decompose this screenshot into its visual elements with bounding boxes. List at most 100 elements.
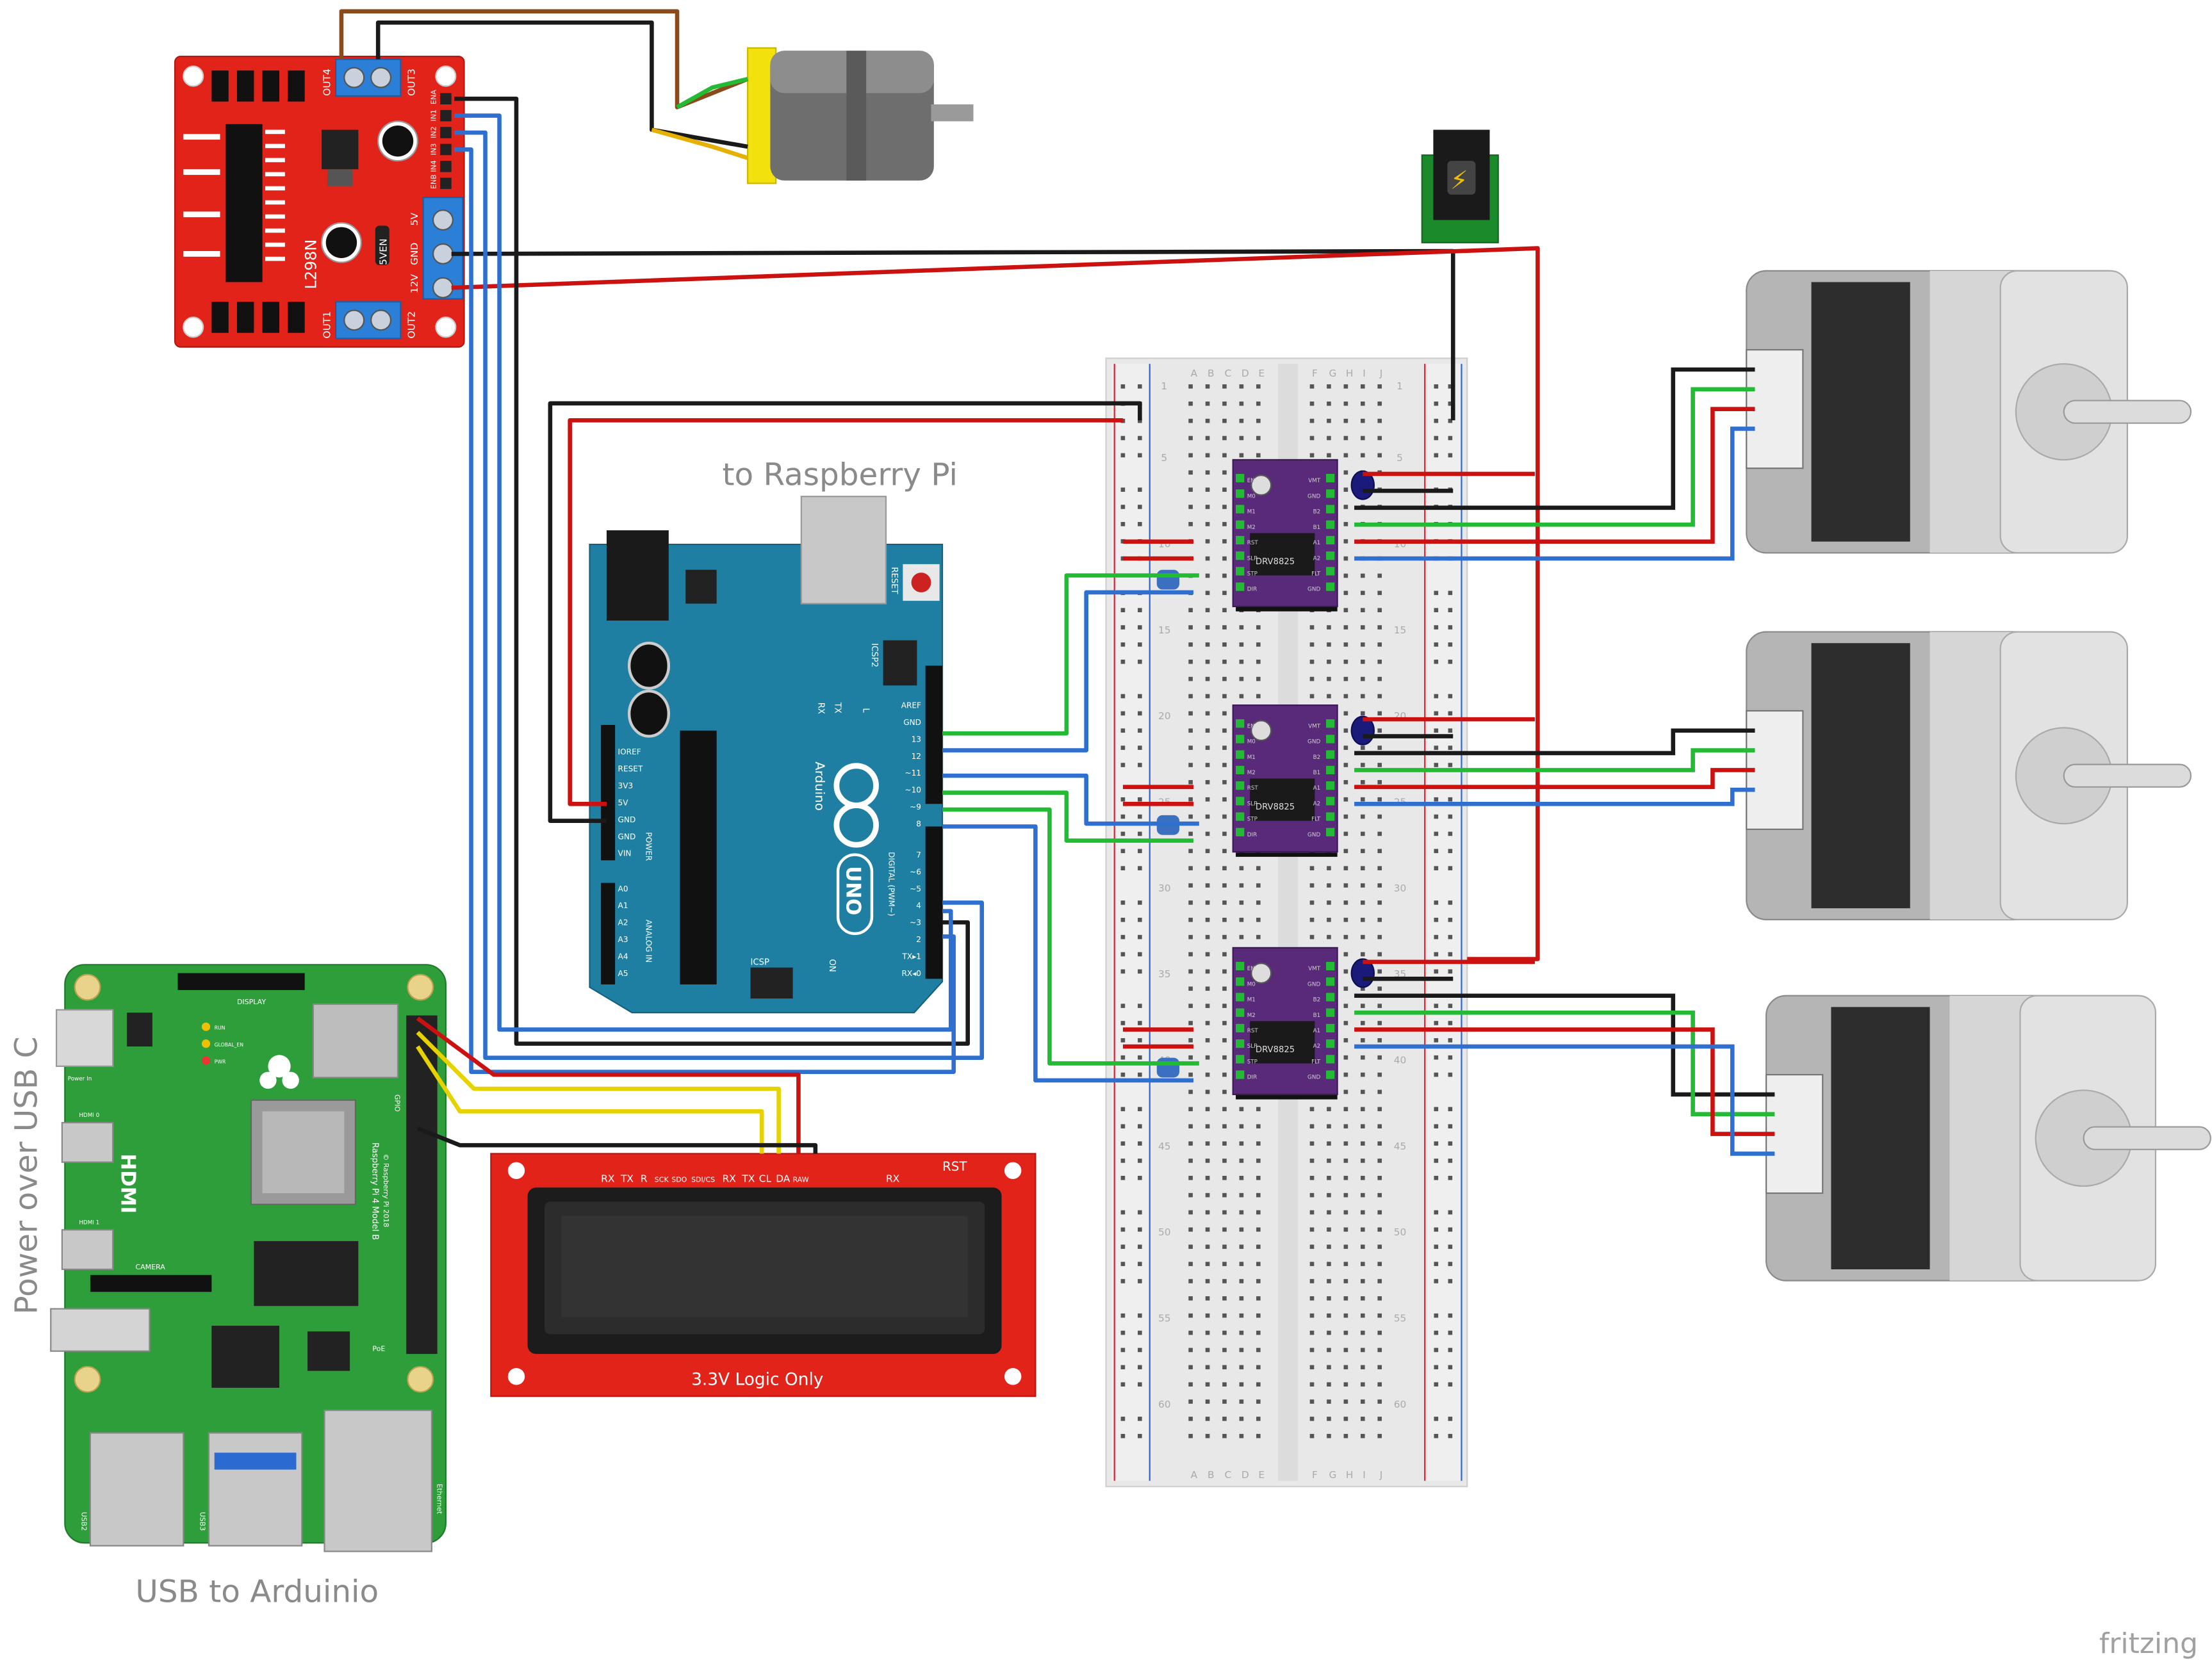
arduino-power-title: POWER (644, 832, 653, 861)
wire-yellow-lcd-2 (416, 1045, 764, 1154)
row-label-45-right: 45 (1394, 1141, 1407, 1152)
stepper-wire-2-4 (1354, 787, 1755, 806)
trimpot-icon[interactable] (1250, 475, 1272, 496)
row-label-45: 45 (1158, 1141, 1171, 1152)
arduino-icsp-label: ICSP (751, 957, 769, 967)
l298n-chip-pins (265, 129, 285, 261)
arduino-digital-bottom-labels: 7 ~6 ~5 4 ~3 2 TX▸1 RX◂0 (902, 850, 922, 978)
stepper-motor-2 (1746, 631, 2192, 920)
serial-lcd: RX TX R SCK SDO SDI/CS RX TX CL DA RAW R… (490, 1153, 1036, 1397)
drv-right-pin-label: GND (1307, 981, 1320, 988)
pi-display-label: DISPLAY (237, 998, 266, 1006)
pin-gnd-d: GND (903, 718, 921, 727)
pin-3: ~3 (910, 918, 921, 927)
lcd-pin-sck: SCK (655, 1175, 669, 1184)
drv-right-pin-label: FLT (1311, 1059, 1321, 1065)
drv-right-pin-label: FLT (1311, 817, 1321, 823)
row-label-15-right: 15 (1394, 624, 1407, 636)
l298n-in4-label: IN4 (429, 160, 438, 172)
col-label-g-bottom: G (1329, 1469, 1336, 1481)
row-label-50-right: 50 (1394, 1226, 1407, 1238)
stepper-wire-2-2 (1354, 748, 1755, 772)
pin-5v: 5V (618, 798, 629, 807)
l298n-title: L298N (302, 240, 320, 289)
col-label-i-bottom: I (1363, 1469, 1366, 1481)
col-label-d: D (1241, 368, 1249, 379)
drv-right-pin-label: VMT (1308, 723, 1321, 729)
drv-left-pin-label: M1 (1247, 754, 1256, 761)
label-usb-to-arduino: USB to Arduinio (135, 1574, 379, 1610)
drv-right-pin-label: GND (1307, 1075, 1320, 1081)
arduino-uno-label: UNO (841, 866, 864, 915)
row-label-30-right: 30 (1394, 883, 1407, 894)
lcd-pin-cl: CL (759, 1173, 772, 1184)
lightning-icon: ⚡ (1450, 166, 1468, 195)
l298n-input-header (440, 93, 452, 190)
arduino-on-label: ON (827, 959, 837, 972)
wire-blue-d8 (942, 824, 1194, 1083)
pi-usb3-label: USB3 (199, 1512, 207, 1531)
col-label-j: J (1379, 368, 1383, 379)
col-label-i: I (1363, 368, 1366, 379)
drv-left-pin-label: M0 (1247, 739, 1256, 745)
drv-left-pin-label: EN (1247, 966, 1255, 972)
arduino-reset-label: RESET (889, 567, 899, 594)
pi-ethernet-label: Ethernet (436, 1484, 444, 1515)
row-label-60-right: 60 (1394, 1399, 1407, 1410)
l298n-out3-label: OUT3 (406, 69, 417, 96)
col-label-h: H (1346, 368, 1354, 379)
drv-left-pin-label: DIR (1247, 587, 1257, 593)
col-label-e: E (1258, 368, 1265, 379)
pi-usb2-label: USB2 (80, 1512, 88, 1531)
l298n-gnd-label: GND (409, 243, 420, 265)
pin-5: ~5 (910, 884, 921, 893)
drv-left-pin-label: M2 (1247, 1013, 1256, 1019)
l298n-out2-label: OUT2 (406, 311, 417, 339)
stepper-motor-3 (1766, 995, 2211, 1282)
drv-left-pin-label: RST (1247, 785, 1259, 792)
fritzing-logo: fritzing (2099, 1627, 2198, 1660)
drv8825-label: DRV8825 (1256, 1045, 1295, 1055)
pin-aref: AREF (901, 701, 921, 710)
pi-led-run: RUN (215, 1025, 225, 1031)
stepper-motors (1746, 270, 2211, 1282)
drv-left-pin-label: RST (1247, 1028, 1259, 1034)
pin-10: ~10 (905, 786, 921, 795)
trimpot-icon[interactable] (1250, 963, 1272, 984)
pi-led-global: GLOBAL_EN (215, 1042, 243, 1048)
breadboard-col-labels: A B C D E F G H I J A B C D E F G H I J (1191, 368, 1383, 1481)
drv-left-pin-label: M2 (1247, 770, 1256, 776)
wire-blue-d11 (942, 773, 1199, 826)
raspberry-pi: HDMI Raspberry Pi 4 Model B © Raspberry … (50, 964, 446, 1552)
trimpot-icon[interactable] (1250, 720, 1272, 742)
row-label-55: 55 (1158, 1312, 1171, 1324)
lcd-pin-rx2: RX (723, 1173, 737, 1184)
drv-right-pin-label: A1 (1313, 540, 1321, 546)
drv-right-pin-label: A2 (1313, 1043, 1321, 1050)
pi-model-label: Raspberry Pi 4 Model B (370, 1143, 379, 1240)
l298n-12v-label: 12V (409, 273, 420, 293)
row-label-15: 15 (1158, 624, 1171, 636)
wire-red-lcd (416, 1016, 801, 1154)
arduino-logo (833, 763, 879, 848)
pi-led-labels: RUN GLOBAL_EN PWR (215, 1025, 243, 1065)
l298n-out4-label: OUT4 (321, 69, 332, 96)
arduino-tx-label: TX (833, 702, 842, 713)
drv-right-pin-label: B2 (1313, 997, 1321, 1004)
drv-left-pin-label: SLP (1247, 555, 1258, 562)
lcd-pin-rx1: RX (601, 1173, 615, 1184)
pin-a2: A2 (618, 918, 628, 927)
drv-right-pin-label: B1 (1313, 770, 1321, 776)
reset-button-icon[interactable] (911, 573, 931, 592)
pin-11: ~11 (905, 769, 921, 777)
drv-right-pin-label: B1 (1313, 1013, 1321, 1019)
drv-right-pin-label: GND (1307, 739, 1320, 745)
pin-8: 8 (916, 819, 921, 828)
col-label-h-bottom: H (1346, 1469, 1354, 1481)
wire-black-lcd (416, 1126, 818, 1154)
stepper-wire-3-3 (1354, 1027, 1775, 1136)
pi-hdmi-label: HDMI (116, 1153, 139, 1214)
